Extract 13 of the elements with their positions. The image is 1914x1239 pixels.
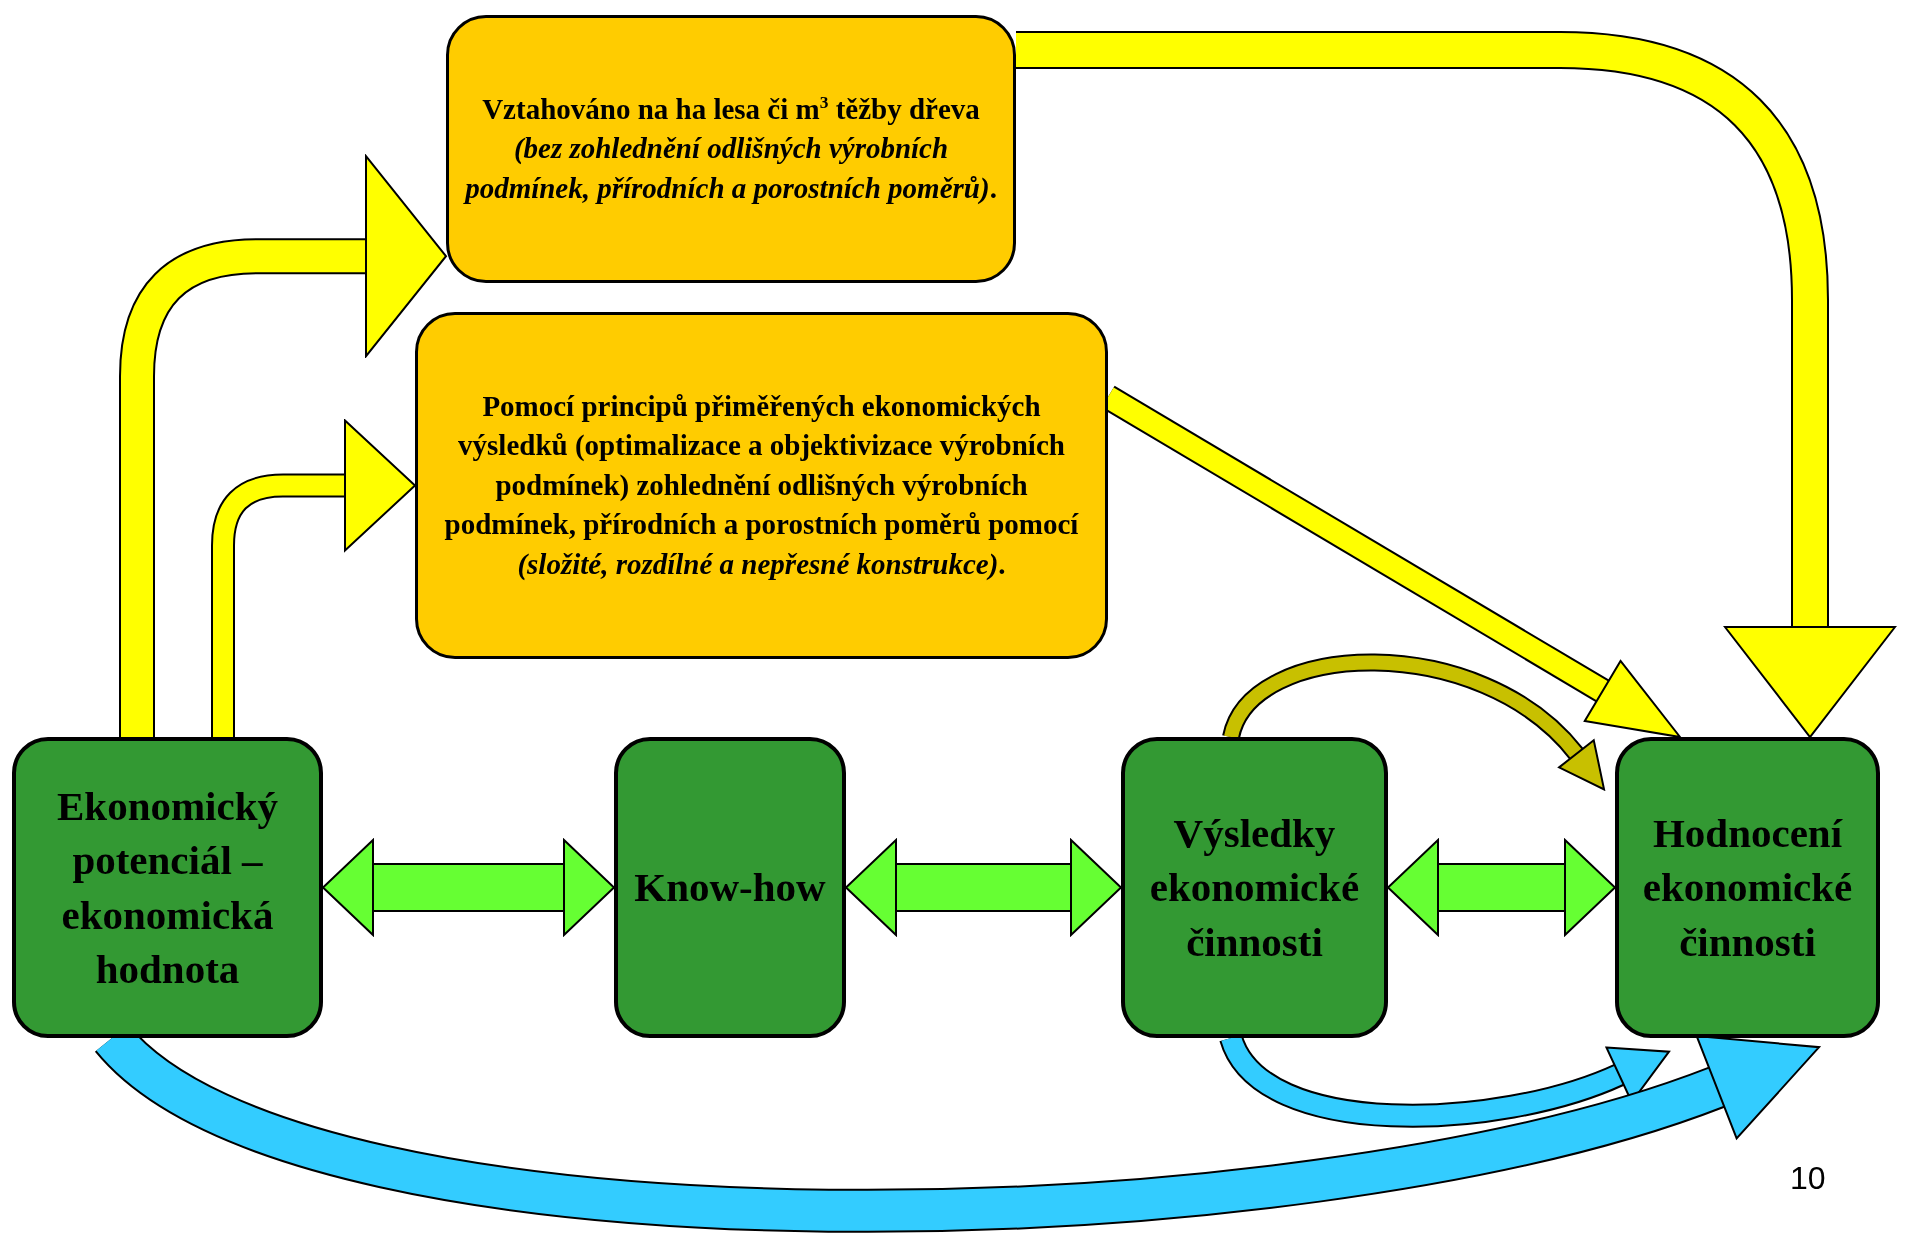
box-text: Výsledky ekonomické činnosti: [1148, 809, 1361, 967]
box-text: Hodnocení ekonomické činnosti: [1641, 809, 1854, 967]
page-number: 10: [1790, 1160, 1826, 1197]
rounded-box: [12, 737, 323, 1038]
box-text: Know-how: [634, 863, 826, 913]
rounded-box: [415, 312, 1108, 659]
rounded-box: [1121, 737, 1388, 1038]
box-text: Pomocí principů přiměřených ekonomických výsledků (optimalizace a objektivizace výrobních podmínek) zohlednění odlišných výrobních podmínek, přírodních a porostních poměrů pomocí (složité, rozdílné a nepřesné konstrukce).: [443, 388, 1080, 582]
rounded-box: [446, 15, 1016, 283]
rounded-box: [614, 737, 846, 1038]
box-text: Ekonomický potenciál – ekonomická hodnota: [56, 782, 279, 994]
box-text: Vztahováno na ha lesa či m$^{3}$ těžby dřeva (bez zohlednění odlišných výrobních podmínek, přírodních a porostních poměrů).: [463, 91, 998, 206]
rounded-box: [1615, 737, 1880, 1038]
